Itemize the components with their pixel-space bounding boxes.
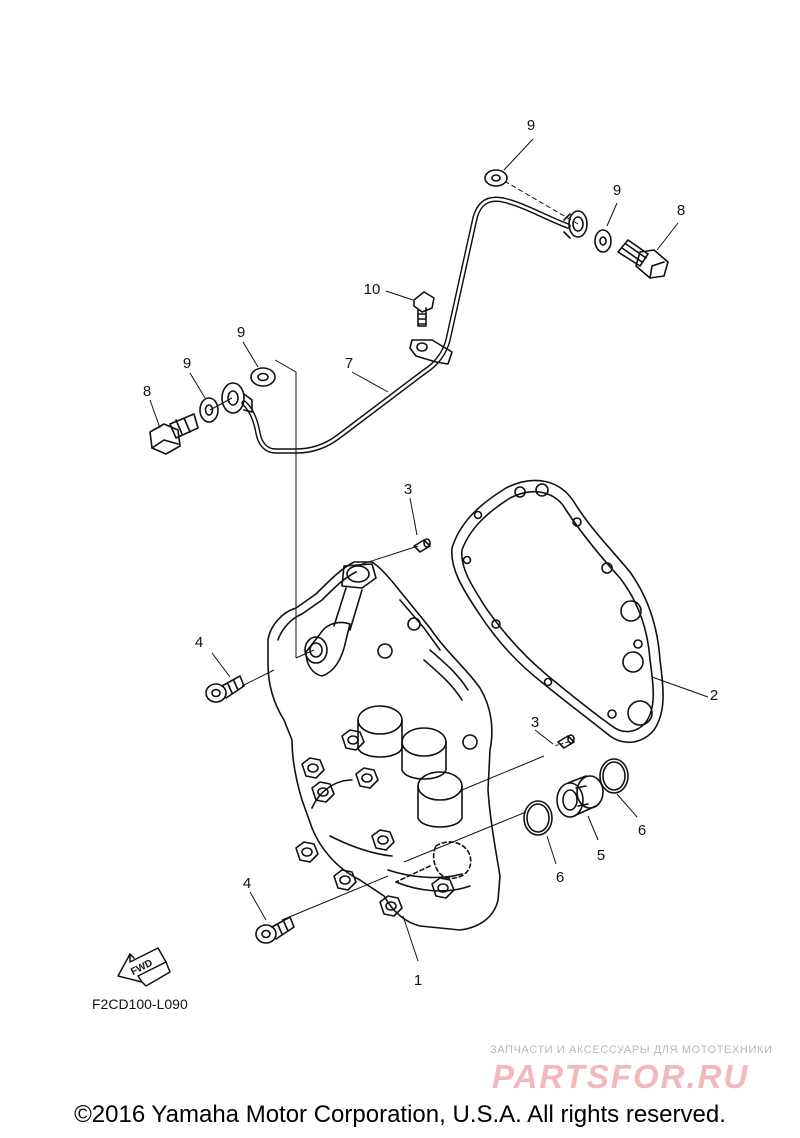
callout-p6-right: 6 — [638, 822, 646, 839]
o-ring-part-6-right — [599, 758, 629, 794]
watermark-tagline: ЗАПЧАСТИ И АКСЕССУАРЫ ДЛЯ МОТОТЕХНИКИ — [490, 1044, 773, 1056]
washer-part-9-left-top — [250, 367, 276, 387]
callout-p10: 10 — [364, 281, 381, 298]
part-callouts: 9 9 8 10 9 7 9 8 3 4 2 3 6 5 6 4 1 FWD — [129, 117, 718, 989]
collar-part-5 — [556, 775, 604, 818]
bolt-part-10 — [413, 291, 435, 327]
callout-p7: 7 — [345, 355, 353, 372]
callout-p6-left: 6 — [556, 869, 564, 886]
washer-part-9-left — [199, 397, 219, 423]
callout-p1: 1 — [414, 972, 422, 989]
union-bolt-part-8-right — [617, 239, 669, 279]
washer-part-9-top — [484, 169, 508, 187]
callout-p9-left: 9 — [183, 355, 191, 372]
screw-part-4-lower — [255, 916, 295, 944]
callout-p8-left: 8 — [143, 383, 151, 400]
callout-p2: 2 — [710, 687, 718, 704]
diagram-reference-code: F2CD100-L090 — [92, 996, 188, 1012]
callout-p9-right: 9 — [613, 182, 621, 199]
callout-p3-lower: 3 — [531, 714, 539, 731]
oil-pipe-part-7 — [221, 196, 588, 454]
cover-gasket-part-2 — [451, 479, 664, 743]
callout-p3-upper: 3 — [404, 481, 412, 498]
dowel-pin-part-3-lower — [557, 734, 575, 749]
callout-p4-upper: 4 — [195, 634, 203, 651]
washer-part-9-right — [594, 229, 612, 253]
o-ring-part-6-left — [523, 800, 553, 836]
cover-case-part-1 — [267, 561, 501, 931]
fwd-arrow-icon — [117, 947, 171, 987]
watermark-logo: PARTSFOR.RU — [492, 1058, 750, 1095]
callout-p4-lower: 4 — [243, 875, 251, 892]
callout-p5: 5 — [597, 847, 605, 864]
dowel-pin-part-3-upper — [413, 538, 431, 553]
callout-p8-right: 8 — [677, 202, 685, 219]
copyright-notice: ©2016 Yamaha Motor Corporation, U.S.A. A… — [74, 1101, 726, 1128]
union-bolt-part-8-left — [149, 413, 199, 455]
alignment-lines — [209, 181, 579, 921]
screw-part-4-upper — [205, 675, 245, 703]
leader-lines — [149, 138, 709, 962]
callout-p9-left-top: 9 — [237, 324, 245, 341]
callout-p9-top: 9 — [527, 117, 535, 134]
